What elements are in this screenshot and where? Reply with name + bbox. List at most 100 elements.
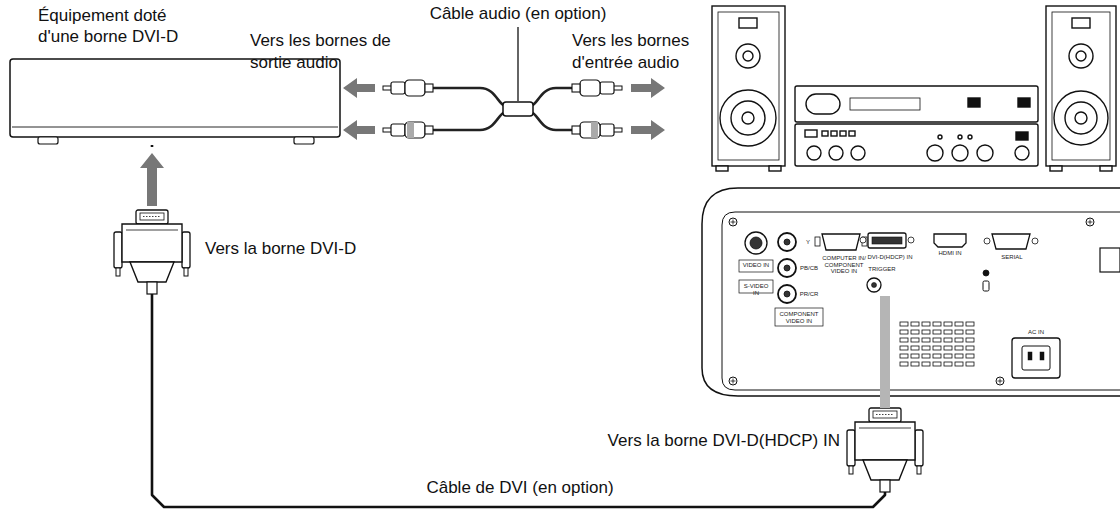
projector-body xyxy=(900,338,908,342)
audio-cable xyxy=(531,88,572,106)
projector-body xyxy=(729,218,737,226)
projector-body xyxy=(1100,248,1120,272)
projector-body xyxy=(911,330,919,334)
amplifier xyxy=(829,146,843,160)
amplifier xyxy=(807,146,821,160)
projector-body xyxy=(1032,238,1038,244)
projector-body xyxy=(933,330,941,334)
projector-body xyxy=(702,188,1120,396)
projector-body xyxy=(944,346,952,350)
projector-body xyxy=(815,237,820,246)
amplifier xyxy=(968,98,980,107)
rca-band xyxy=(407,122,414,138)
projector-body xyxy=(944,354,952,358)
projector-body xyxy=(944,322,952,326)
projector-body xyxy=(933,338,941,342)
equipment-box: Équipement doté d'une borne DVI-D xyxy=(8,5,343,145)
projector-body xyxy=(1086,218,1094,226)
amplifier xyxy=(927,145,943,161)
rca-plug xyxy=(383,80,433,96)
direction-bar xyxy=(880,296,890,408)
projector-body xyxy=(911,322,919,326)
speaker xyxy=(1076,51,1086,61)
speaker xyxy=(1052,12,1110,160)
projector-body xyxy=(1028,352,1032,360)
dvi-plug xyxy=(114,210,190,294)
leader-line xyxy=(517,27,518,101)
cable-gap xyxy=(140,147,164,211)
port-label: VIDEO IN xyxy=(741,262,771,269)
speaker xyxy=(742,112,754,124)
projector-body xyxy=(911,362,919,366)
amplifier xyxy=(1015,146,1029,160)
projector-body xyxy=(778,233,796,251)
audio-cable xyxy=(433,88,505,106)
projector-body xyxy=(867,278,881,292)
port-label: AC IN xyxy=(1014,329,1058,336)
amplifier xyxy=(968,135,972,139)
projector-body xyxy=(922,354,930,358)
projector-body xyxy=(784,239,790,245)
amplifier xyxy=(938,135,942,139)
rca-band xyxy=(591,122,598,138)
projector-body xyxy=(872,237,902,244)
projector-body xyxy=(966,354,974,358)
speaker xyxy=(769,166,781,171)
speaker xyxy=(712,6,785,171)
cable-callout: Câble audio (en option) xyxy=(418,3,618,25)
port-label: COMPUTER IN/ COMPONENT VIDEO IN xyxy=(818,255,870,275)
speaker xyxy=(731,101,765,135)
amplifier xyxy=(822,131,828,136)
speaker xyxy=(1100,166,1112,171)
projector-body xyxy=(900,330,908,334)
projector-body xyxy=(900,346,908,350)
speaker xyxy=(743,51,753,61)
direction-arrow xyxy=(343,78,375,98)
projector-body xyxy=(922,362,930,366)
projector-body xyxy=(944,330,952,334)
projector-body xyxy=(745,232,767,254)
projector-body xyxy=(1012,338,1060,378)
port-label: HDMI IN xyxy=(928,250,972,257)
projector-body xyxy=(739,260,773,272)
projector-body xyxy=(722,212,1120,390)
speaker xyxy=(720,90,776,146)
projector-body xyxy=(911,354,919,358)
projector-body xyxy=(911,346,919,350)
amplifier xyxy=(795,86,1038,122)
amplifier xyxy=(1018,98,1030,107)
projector-body xyxy=(966,322,974,326)
port-label: DVI-D(HDCP) IN xyxy=(862,254,918,261)
projector-body xyxy=(955,362,963,366)
speaker xyxy=(1065,102,1097,134)
projector-body xyxy=(822,234,860,250)
dvi-plug xyxy=(847,408,923,492)
equipment-drawing xyxy=(8,5,343,145)
projector-body xyxy=(966,338,974,342)
direction-arrow xyxy=(631,120,665,140)
projector-body xyxy=(900,362,908,366)
projector-body xyxy=(966,362,974,366)
projector-body xyxy=(1040,352,1044,360)
speaker xyxy=(712,6,785,166)
projector-body xyxy=(944,338,952,342)
port-label: PB/CB xyxy=(797,265,821,272)
projector-body xyxy=(922,346,930,350)
direction-arrow xyxy=(140,153,164,206)
amplifier xyxy=(952,145,968,161)
projector-body xyxy=(900,322,908,326)
port-label: PR/CR xyxy=(797,291,821,298)
amplifier xyxy=(795,86,1038,166)
rca-plug xyxy=(383,122,433,138)
projector-body xyxy=(933,362,941,366)
speaker xyxy=(716,166,728,171)
port-label: Y xyxy=(799,239,817,246)
direction-arrow xyxy=(631,78,665,98)
projector-body xyxy=(933,354,941,358)
speaker xyxy=(1054,91,1108,145)
port-label: S-VIDEO IN xyxy=(741,283,771,296)
amplifier xyxy=(850,98,920,110)
amplifier xyxy=(840,131,846,136)
projector-body xyxy=(966,330,974,334)
audio-cable xyxy=(531,112,572,130)
